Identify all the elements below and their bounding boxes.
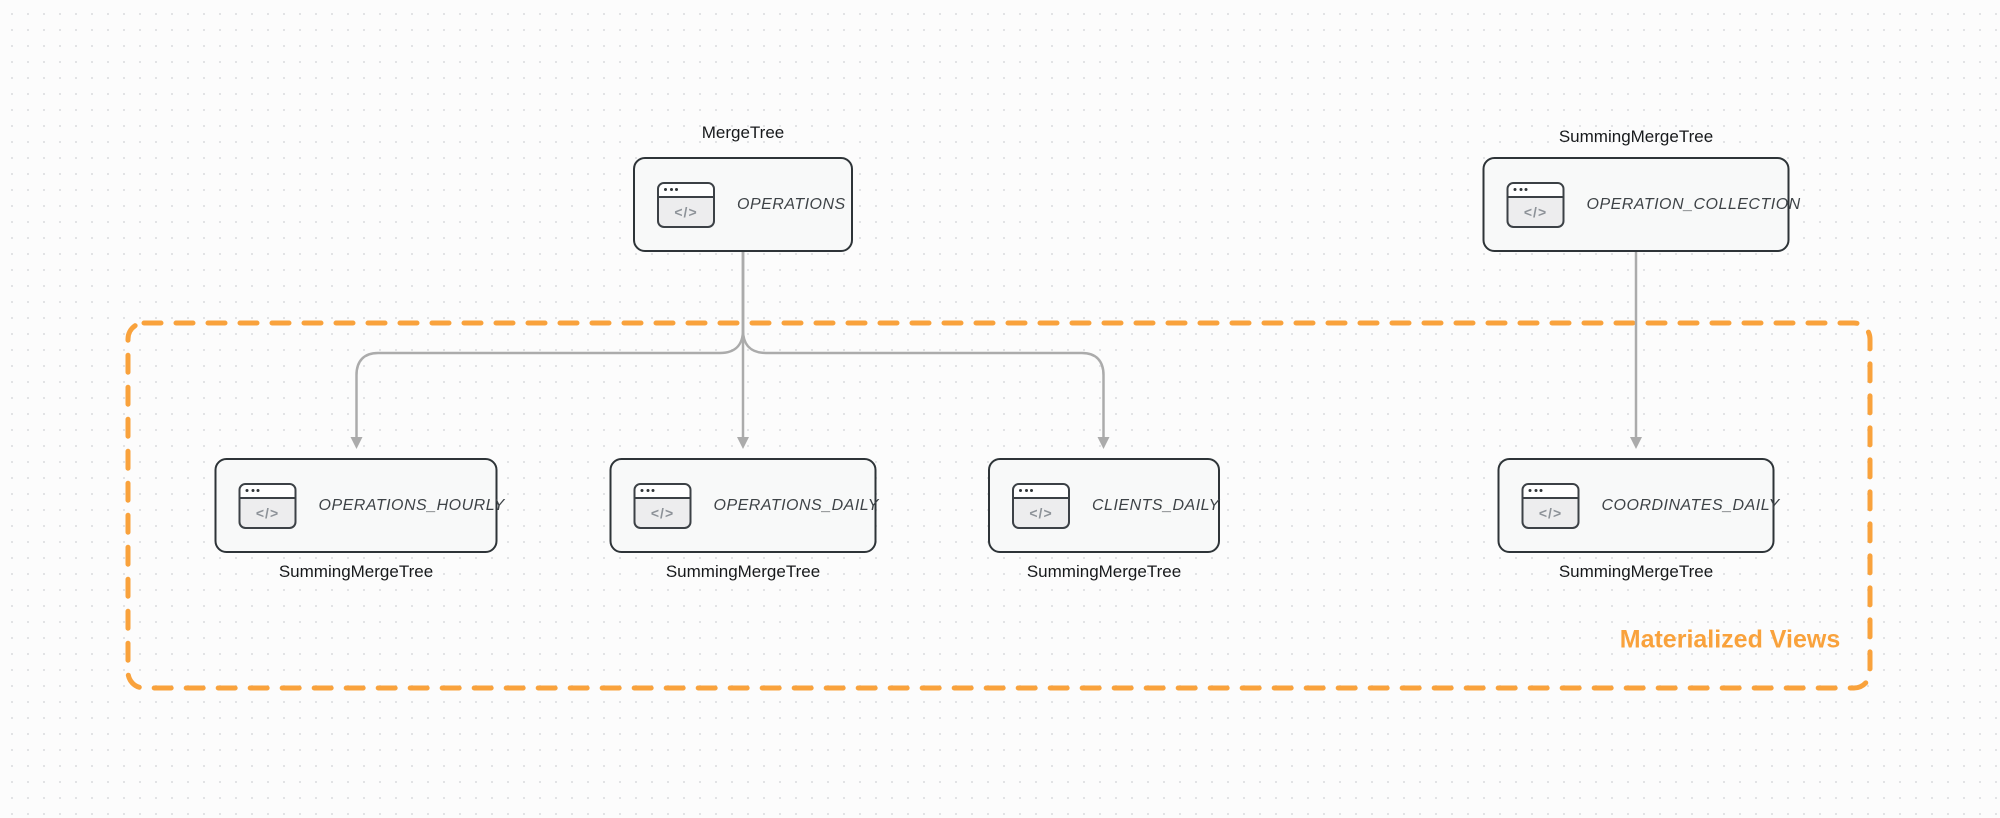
table-name: CLIENTS_DAILY — [1092, 496, 1220, 514]
table-name: OPERATIONS — [737, 195, 846, 213]
code-window-icon: </> — [1521, 482, 1580, 529]
engine-label-operation-collection: SummingMergeTree — [1558, 127, 1714, 146]
window-dot — [251, 489, 254, 492]
window-dot — [1524, 188, 1528, 191]
engine-label-coordinates-daily: SummingMergeTree — [1558, 562, 1714, 581]
code-window-icon: </> — [238, 482, 297, 529]
window-dot — [675, 188, 678, 191]
window-dot — [1528, 489, 1532, 492]
table-name: OPERATIONS_HOURLY — [318, 496, 505, 514]
code-glyph: </> — [1538, 505, 1563, 521]
table-node-operations[interactable]: </> OPERATIONS — [633, 157, 853, 252]
code-window-icon: </> — [633, 482, 692, 529]
table-node-clients-daily[interactable]: </> CLIENTS_DAILY — [988, 458, 1220, 553]
materialized-views-group-label: Materialized Views — [1619, 625, 1841, 654]
engine-label-operations-daily: SummingMergeTree — [665, 562, 821, 581]
engine-label-operations-hourly: SummingMergeTree — [278, 562, 434, 581]
window-dot — [646, 489, 649, 492]
window-titlebar — [240, 484, 295, 499]
table-name: OPERATIONS_DAILY — [713, 496, 879, 514]
window-titlebar — [1014, 484, 1068, 499]
window-dot — [1024, 489, 1028, 492]
code-glyph: </> — [1029, 505, 1053, 521]
window-dot — [1030, 489, 1033, 492]
window-dot — [664, 188, 667, 191]
code-window-icon: </> — [1012, 482, 1070, 529]
engine-label-operations: MergeTree — [701, 123, 785, 142]
window-dot — [1539, 489, 1543, 492]
window-dot — [1534, 489, 1537, 492]
window-dot — [256, 489, 260, 492]
window-titlebar — [1508, 183, 1563, 198]
window-dot — [669, 188, 673, 191]
window-titlebar — [1523, 484, 1578, 499]
code-glyph: </> — [1523, 204, 1548, 220]
window-dot — [651, 489, 655, 492]
code-glyph: </> — [255, 505, 280, 521]
table-node-coordinates-daily[interactable]: </> COORDINATES_DAILY — [1497, 458, 1779, 553]
window-dot — [1519, 188, 1522, 191]
edge-operations-to-operations-hourly — [350, 252, 745, 449]
table-node-operations-daily[interactable]: </> OPERATIONS_DAILY — [609, 458, 879, 553]
window-titlebar — [659, 183, 713, 198]
table-node-operation-collection[interactable]: </> OPERATION_COLLECTION — [1482, 157, 1800, 252]
engine-label-clients-daily: SummingMergeTree — [1026, 562, 1182, 581]
materialized-views-group-border — [125, 320, 1873, 691]
table-node-operations-hourly[interactable]: </> OPERATIONS_HOURLY — [214, 458, 504, 553]
window-titlebar — [635, 484, 690, 499]
window-dot — [1513, 188, 1517, 191]
edge-operations-to-clients-daily — [741, 252, 1110, 449]
window-dot — [245, 489, 249, 492]
code-window-icon: </> — [657, 181, 715, 228]
code-glyph: </> — [650, 505, 675, 521]
window-dot — [640, 489, 644, 492]
code-glyph: </> — [674, 204, 698, 220]
code-window-icon: </> — [1506, 181, 1565, 228]
table-name: COORDINATES_DAILY — [1601, 496, 1780, 514]
table-name: OPERATION_COLLECTION — [1586, 195, 1801, 213]
window-dot — [1019, 489, 1022, 492]
